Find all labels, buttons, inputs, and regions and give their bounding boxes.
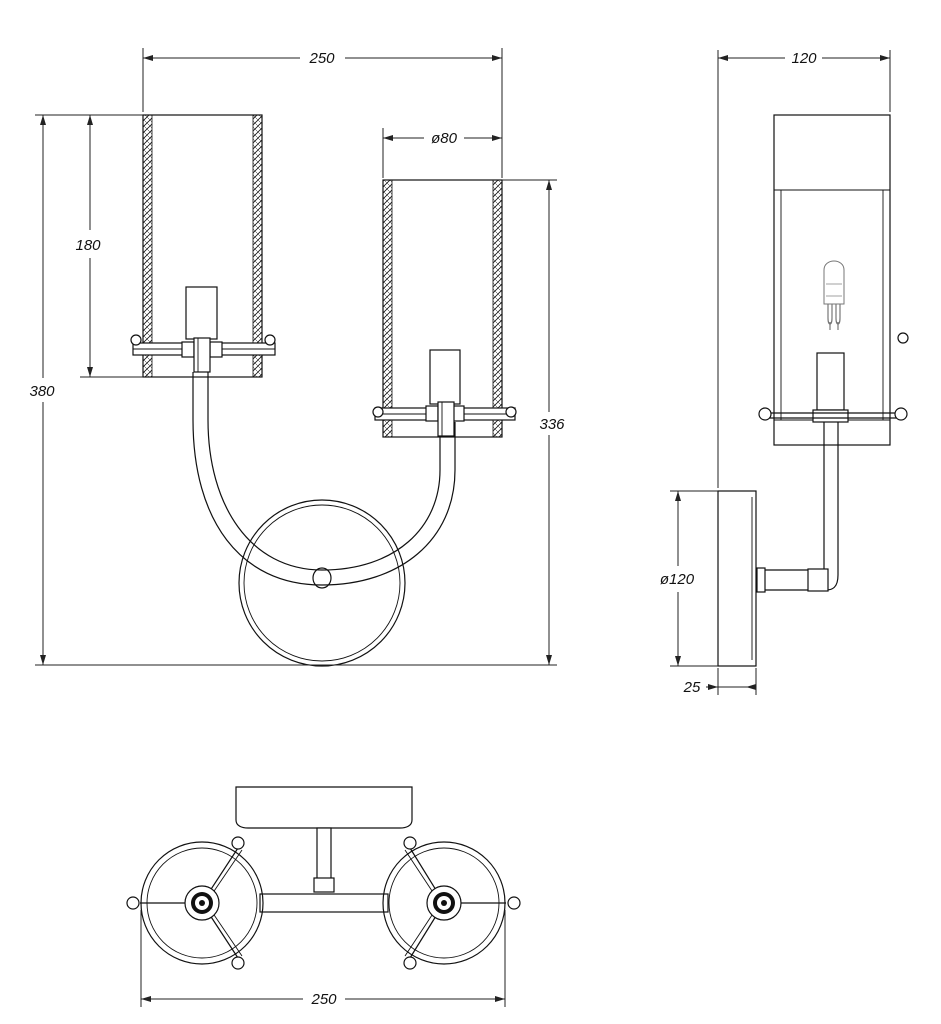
front-backplate-inner bbox=[243, 504, 401, 662]
dim-total-height: 380 bbox=[29, 114, 557, 666]
bottom-right-shade bbox=[382, 836, 521, 970]
right-shade bbox=[372, 179, 517, 438]
front-arm-inner bbox=[207, 372, 441, 571]
left-shade bbox=[130, 114, 276, 378]
dim-backplate-diameter: ø120 bbox=[660, 490, 718, 667]
dim-shade-height-label: 180 bbox=[75, 237, 101, 254]
side-view: 120 ø120 25 bbox=[660, 50, 909, 696]
dim-bottom-width-label: 250 bbox=[310, 991, 337, 1008]
dim-side-depth-label: 120 bbox=[791, 50, 817, 67]
dim-side-depth: 120 bbox=[717, 50, 891, 488]
side-backplate bbox=[717, 490, 757, 667]
dim-right-arm-height: 336 bbox=[502, 179, 565, 665]
dim-backplate-depth-label: 25 bbox=[683, 679, 701, 696]
g9-bulb-icon bbox=[823, 260, 845, 330]
front-backplate-knob bbox=[312, 567, 332, 589]
front-backplate-outer bbox=[238, 499, 406, 667]
dim-front-width: 250 bbox=[142, 48, 503, 178]
bottom-view: 250 bbox=[126, 786, 521, 1008]
dim-shade-diameter: ø80 bbox=[382, 128, 502, 178]
bottom-backplate bbox=[235, 786, 413, 829]
dim-backplate-diameter-label: ø120 bbox=[660, 571, 695, 588]
front-arm-outer bbox=[192, 372, 456, 586]
bottom-left-shade bbox=[126, 836, 264, 970]
dim-shade-height: 180 bbox=[75, 114, 143, 378]
dim-front-width-label: 250 bbox=[308, 50, 335, 67]
dim-right-arm-height-label: 336 bbox=[539, 416, 565, 433]
dim-total-height-label: 380 bbox=[29, 383, 55, 400]
side-arm bbox=[760, 422, 839, 591]
dim-shade-diameter-label: ø80 bbox=[431, 130, 458, 147]
dim-backplate-depth: 25 bbox=[683, 668, 757, 696]
front-view: 250 ø80 180 380 bbox=[29, 48, 565, 667]
dim-bottom-width: 250 bbox=[140, 910, 506, 1008]
side-shade bbox=[773, 114, 891, 446]
